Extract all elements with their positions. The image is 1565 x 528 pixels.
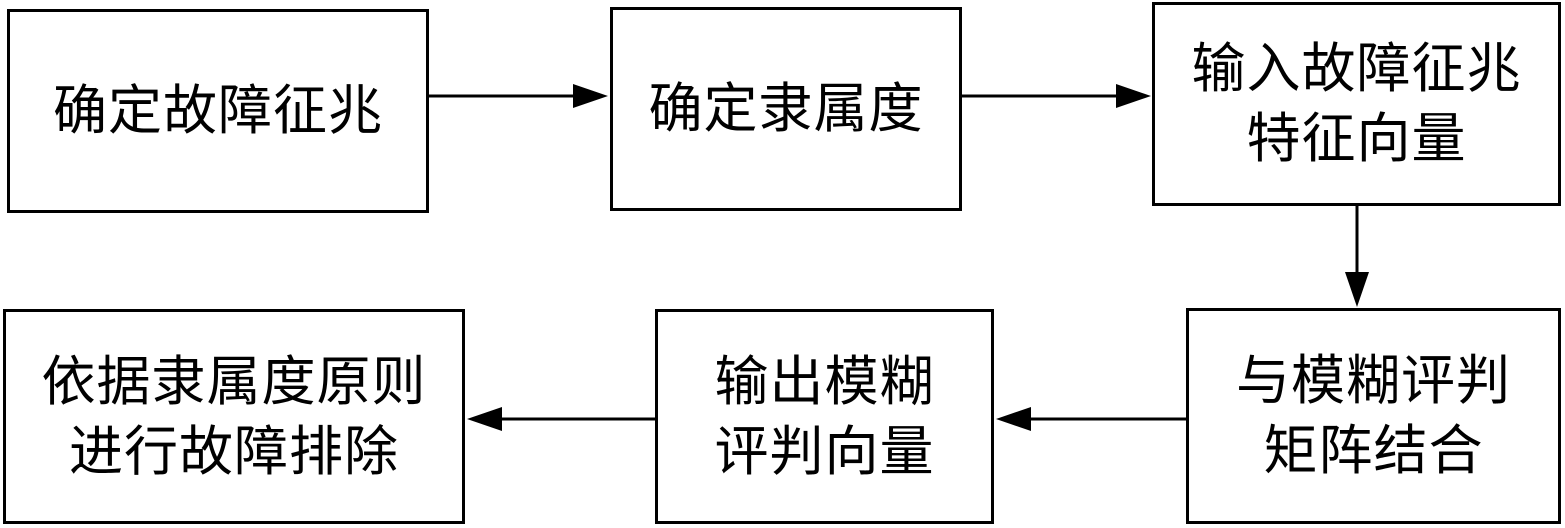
node-label: 确定故障征兆 <box>53 79 383 142</box>
arrow-n5-to-n6 <box>467 407 655 431</box>
node-troubleshoot-by-membership: 依据隶属度原则 进行故障排除 <box>3 309 465 524</box>
node-label-line-1: 与模糊评判 <box>1236 349 1511 412</box>
arrow-n3-to-n4 <box>1345 206 1369 307</box>
node-label-line-2: 进行故障排除 <box>69 419 399 483</box>
node-combine-fuzzy-matrix: 与模糊评判 矩阵结合 <box>1186 308 1561 524</box>
node-label-line-2: 特征向量 <box>1246 107 1467 170</box>
node-input-feature-vector: 输入故障征兆 特征向量 <box>1152 2 1561 206</box>
arrow-n2-to-n3 <box>962 84 1151 108</box>
node-determine-membership: 确定隶属度 <box>610 7 962 211</box>
node-output-fuzzy-vector: 输出模糊 评判向量 <box>655 309 994 524</box>
node-label-line-1: 输入故障征兆 <box>1191 37 1522 100</box>
node-label-line-2: 矩阵结合 <box>1263 419 1484 482</box>
node-label-line-2: 评判向量 <box>714 419 935 483</box>
arrow-n4-to-n5 <box>996 407 1186 431</box>
node-label: 确定隶属度 <box>648 77 924 140</box>
node-label-line-1: 输出模糊 <box>714 349 935 413</box>
node-determine-fault-symptoms: 确定故障征兆 <box>7 9 429 213</box>
node-label-line-1: 依据隶属度原则 <box>41 349 427 413</box>
arrow-n1-to-n2 <box>429 84 608 108</box>
